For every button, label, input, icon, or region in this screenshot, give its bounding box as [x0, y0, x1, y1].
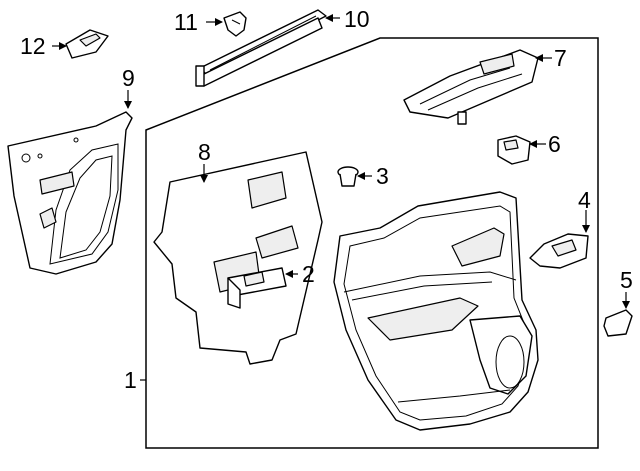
- part-5-cap[interactable]: [603, 309, 633, 337]
- part-4-inside-handle[interactable]: [529, 233, 589, 269]
- callout-10: 10: [344, 6, 370, 32]
- callout-4: 4: [578, 187, 591, 213]
- callout-12: 12: [20, 33, 46, 59]
- part-10-weatherstrip[interactable]: [195, 9, 327, 87]
- part-9-trim-insert[interactable]: [7, 111, 133, 275]
- callout-3: 3: [376, 163, 389, 189]
- callout-9: 9: [122, 65, 135, 91]
- callout-1: 1: [124, 367, 137, 393]
- part-3-grommet[interactable]: [337, 166, 359, 187]
- part-6-lock-switch[interactable]: [497, 135, 531, 165]
- callout-5: 5: [620, 267, 633, 293]
- callout-2: 2: [302, 261, 315, 287]
- part-11-clip[interactable]: [223, 11, 247, 37]
- callout-8: 8: [198, 139, 211, 165]
- assembly-frame: [145, 37, 599, 449]
- callout-7: 7: [554, 45, 567, 71]
- part-8-water-deflector[interactable]: [153, 151, 323, 365]
- callout-11: 11: [174, 9, 198, 35]
- part-7-window-switch[interactable]: [403, 49, 539, 125]
- door-trim-panel[interactable]: [333, 191, 539, 431]
- part-12-bezel[interactable]: [65, 29, 109, 59]
- callout-6: 6: [548, 131, 561, 157]
- part-2-bracket[interactable]: [227, 267, 287, 309]
